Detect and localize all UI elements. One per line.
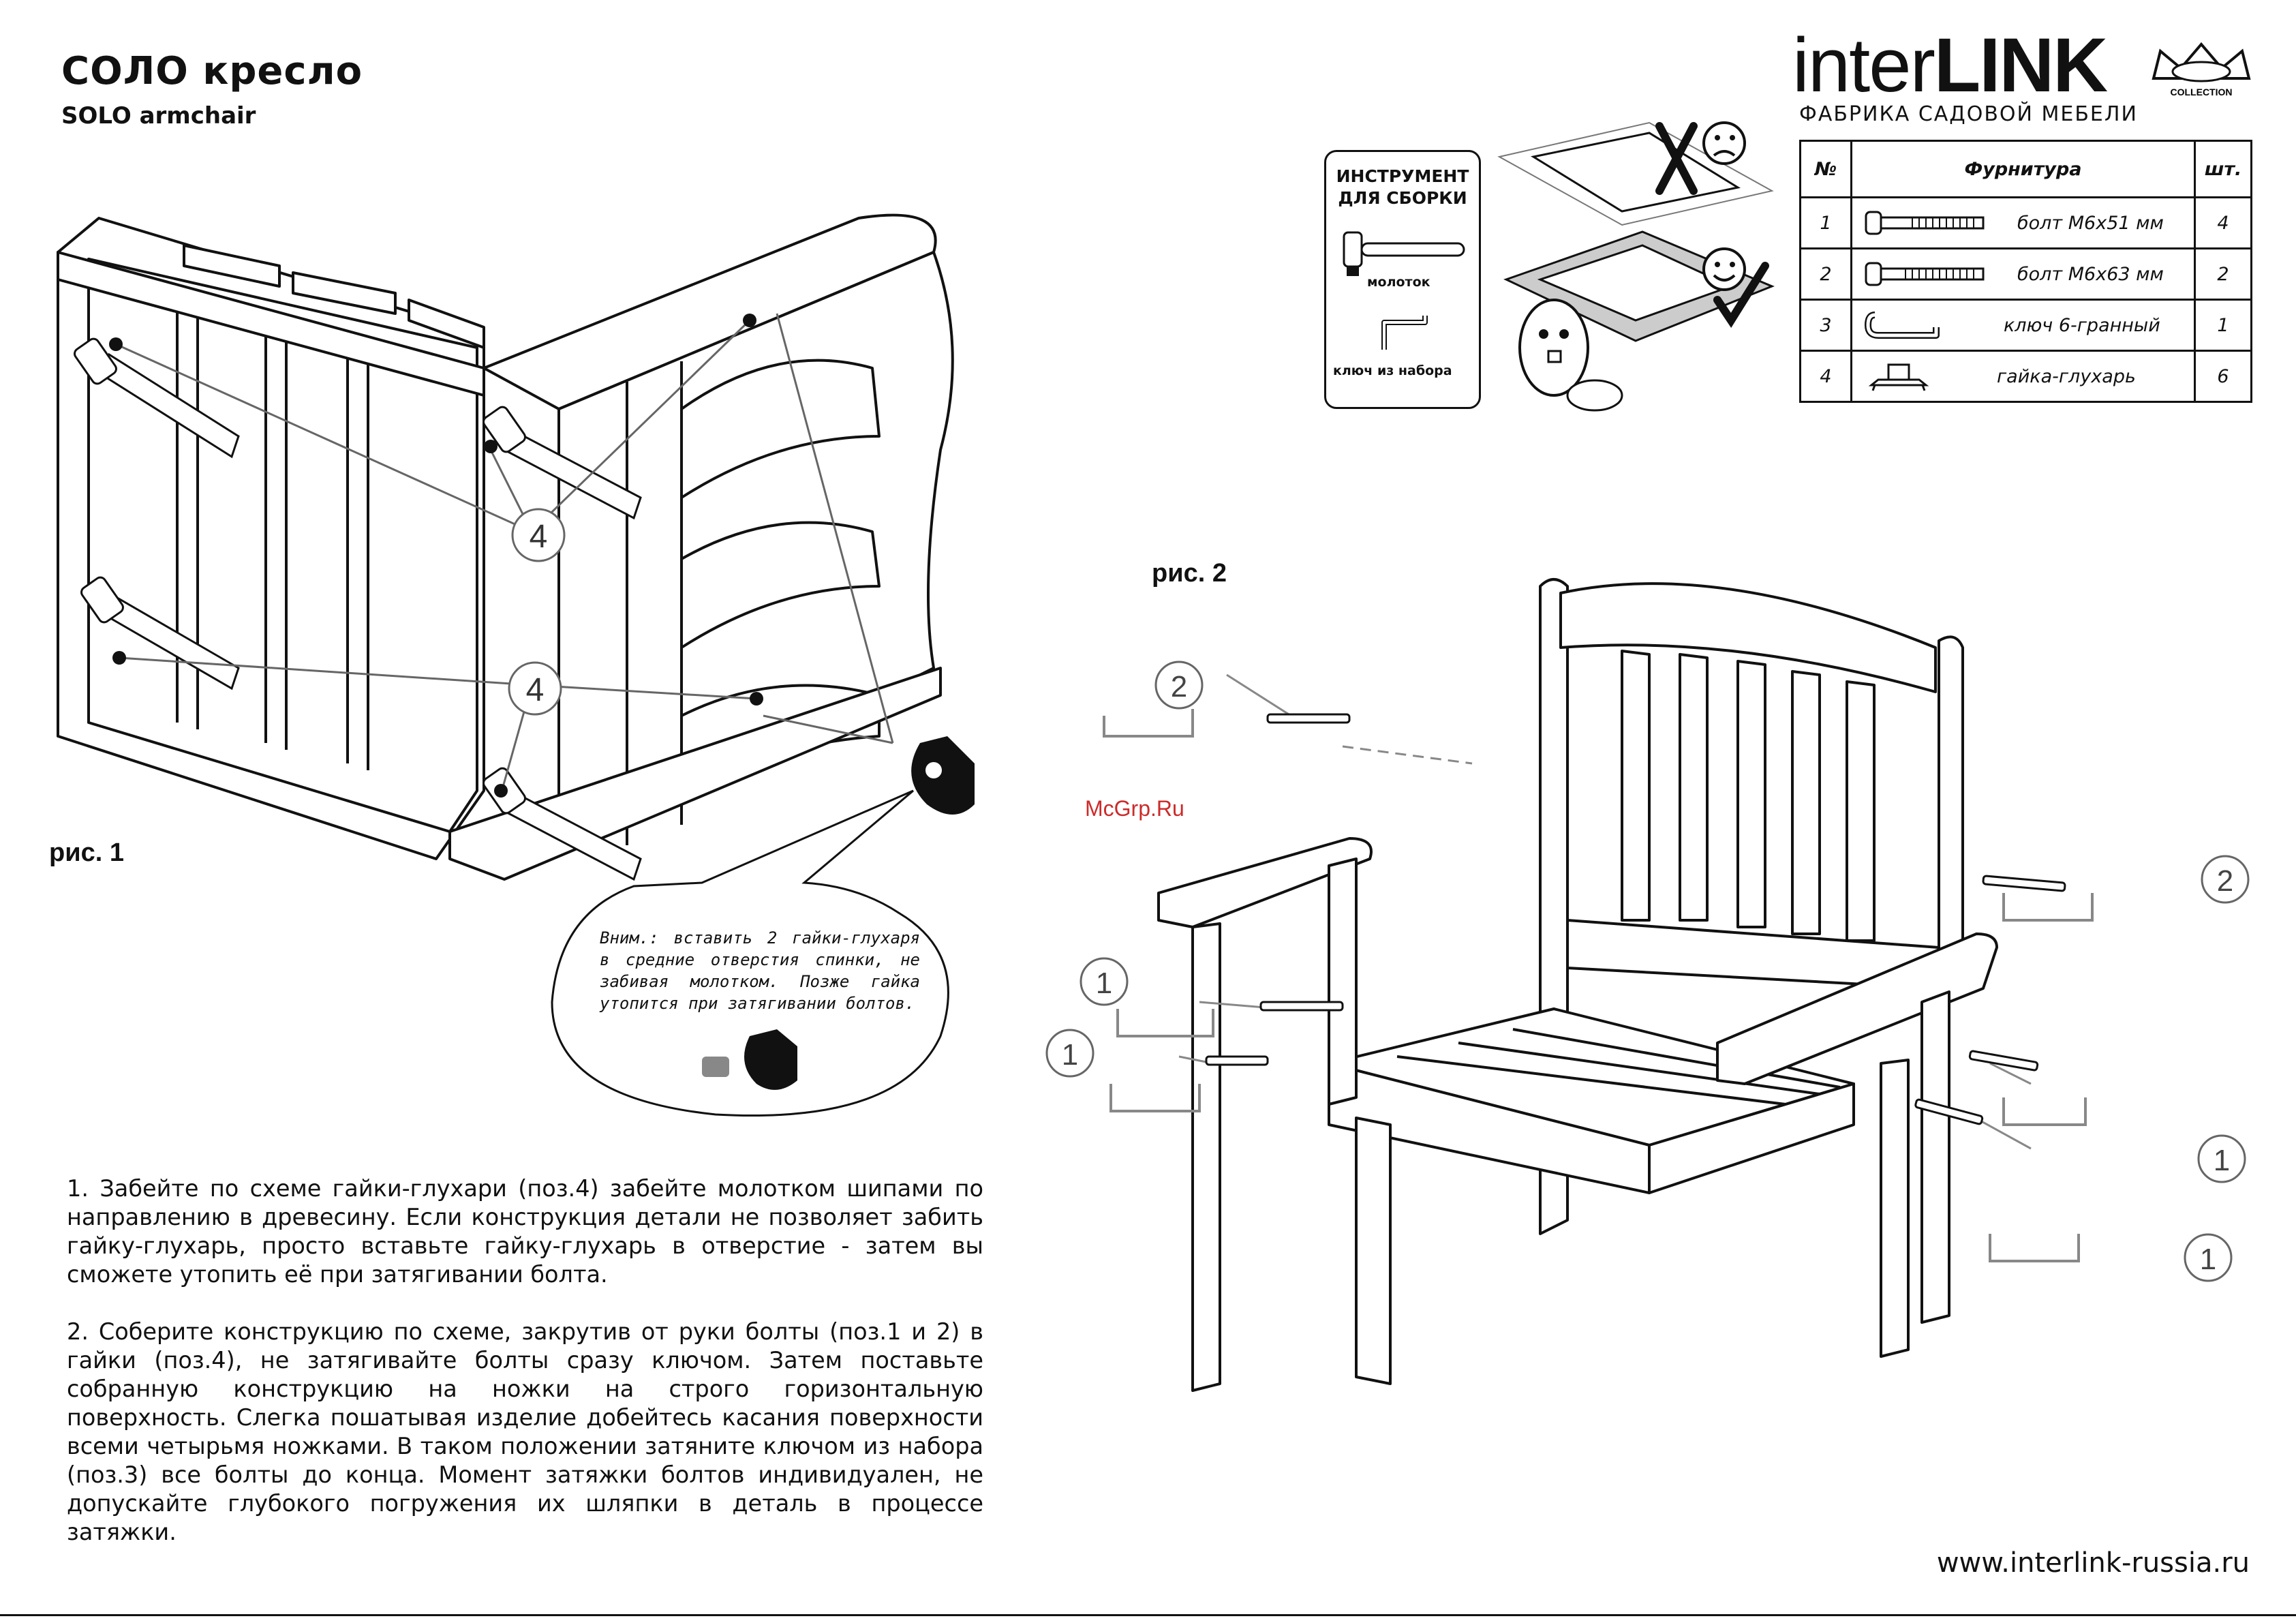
row-num: 4 [1799,350,1852,403]
row-name: болт М6х63 мм [2017,263,2164,285]
page-subtitle: SOLO armchair [61,102,256,130]
parts-table: № Фурнитура шт. 1 болт М6х51 мм 4 2 [1799,140,2252,403]
brand-logo-bold: LINK [1933,22,2108,108]
bolt-icon [1865,262,1985,286]
hammer-icon [483,406,642,520]
hex-key-icon [1103,709,2094,1262]
row-num: 3 [1799,299,1852,352]
crown-badge-icon: COLLECTION [2152,42,2251,97]
tools-title: ИНСТРУМЕНТ ДЛЯ СБОРКИ [1336,166,1469,208]
sad-face-icon [1702,121,1746,165]
brand-logo: interLINK [1792,27,2108,104]
column-num: № [1799,140,1852,198]
svg-text:1: 1 [2214,1144,2230,1177]
key-label: ключ из набора [1333,363,1452,378]
instruction-step-2: 2. Соберите конструкцию по схеме, закрут… [67,1318,983,1545]
brand-logo-light: inter [1792,22,1935,108]
callout-4-upper: 4 [511,508,566,562]
column-qty: шт. [2194,140,2252,198]
table-row: 4 гайка-глухарь 6 [1799,350,2252,403]
row-name: ключ 6-гранный [2004,314,2160,336]
ok-hand-icon [911,736,975,815]
happy-face-icon [1702,247,1746,291]
callout-1-right-upper: 1 [2197,1134,2246,1183]
hex-key-icon [1381,316,1428,350]
table-row: 2 болт М6х63 мм 2 [1799,247,2252,301]
table-row: 1 болт М6х51 мм 4 [1799,196,2252,249]
brand-tagline: ФАБРИКА САДОВОЙ МЕБЕЛИ [1799,102,2138,126]
surface-illustration [1497,121,1775,412]
row-qty: 1 [2194,299,2252,352]
table-row: 3 ключ 6-гранный 1 [1799,299,2252,352]
assembly-instructions: 1. Забейте по схеме гайки-глухари (поз.4… [67,1174,983,1575]
callout-1-left-upper: 1 [1080,957,1129,1006]
svg-text:2: 2 [1171,670,1187,703]
row-qty: 4 [2194,196,2252,249]
hammer-icon [74,337,240,459]
beaver-mascot-icon [1518,299,1623,412]
row-name: гайка-глухарь [1997,365,2136,387]
row-num: 2 [1799,247,1852,301]
ok-hand-icon [702,1029,797,1090]
callout-2-left: 2 [1154,661,1204,710]
hex-key-icon [1865,312,1940,339]
watermark: McGrp.Ru [1085,796,1184,821]
bottom-divider [0,1614,2296,1616]
hammer-label: молоток [1367,275,1430,290]
instruction-step-1: 1. Забейте по схеме гайки-глухари (поз.4… [67,1175,983,1288]
hammer-icon [1343,231,1465,276]
wrong-surface-icon [1497,121,1774,226]
svg-text:2: 2 [2217,864,2233,898]
column-name: Фурнитура [1850,140,2196,198]
row-qty: 2 [2194,247,2252,301]
bolt-icon [1865,211,1985,235]
callout-1-left-lower: 1 [1045,1029,1095,1078]
figure-1-drawing: 4 4 [57,213,975,881]
tee-nut-icon [1868,363,1929,391]
hammer-icon [80,576,240,691]
row-qty: 6 [2194,350,2252,403]
callout-1-right-lower: 1 [2184,1233,2233,1282]
note-text: Вним.: вставить 2 гайки-глухаря в средни… [600,928,920,1013]
badge-text: COLLECTION [2171,87,2233,97]
website-link[interactable]: www.interlink-russia.ru [1936,1547,2250,1579]
svg-text:1: 1 [1096,967,1112,1000]
svg-text:1: 1 [2200,1243,2216,1276]
svg-text:4: 4 [526,672,545,708]
parts-table-header: № Фурнитура шт. [1799,140,2252,198]
svg-text:4: 4 [530,519,548,555]
row-name: болт М6х51 мм [2017,212,2164,234]
callout-2-right: 2 [2201,855,2250,904]
note-bubble [551,789,949,1117]
figure-2-label: рис. 2 [1152,559,1227,588]
page-title: СОЛО кресло [61,49,363,93]
tools-box: ИНСТРУМЕНТ ДЛЯ СБОРКИ молоток ключ из на… [1324,150,1481,409]
row-num: 1 [1799,196,1852,249]
figure-2-drawing: 2 2 1 1 1 1 [1045,578,2250,1392]
bolt-icon [1205,713,2066,1125]
callout-4-lower: 4 [508,661,562,716]
svg-text:1: 1 [1062,1038,1078,1072]
figure-1-label: рис. 1 [49,838,124,867]
